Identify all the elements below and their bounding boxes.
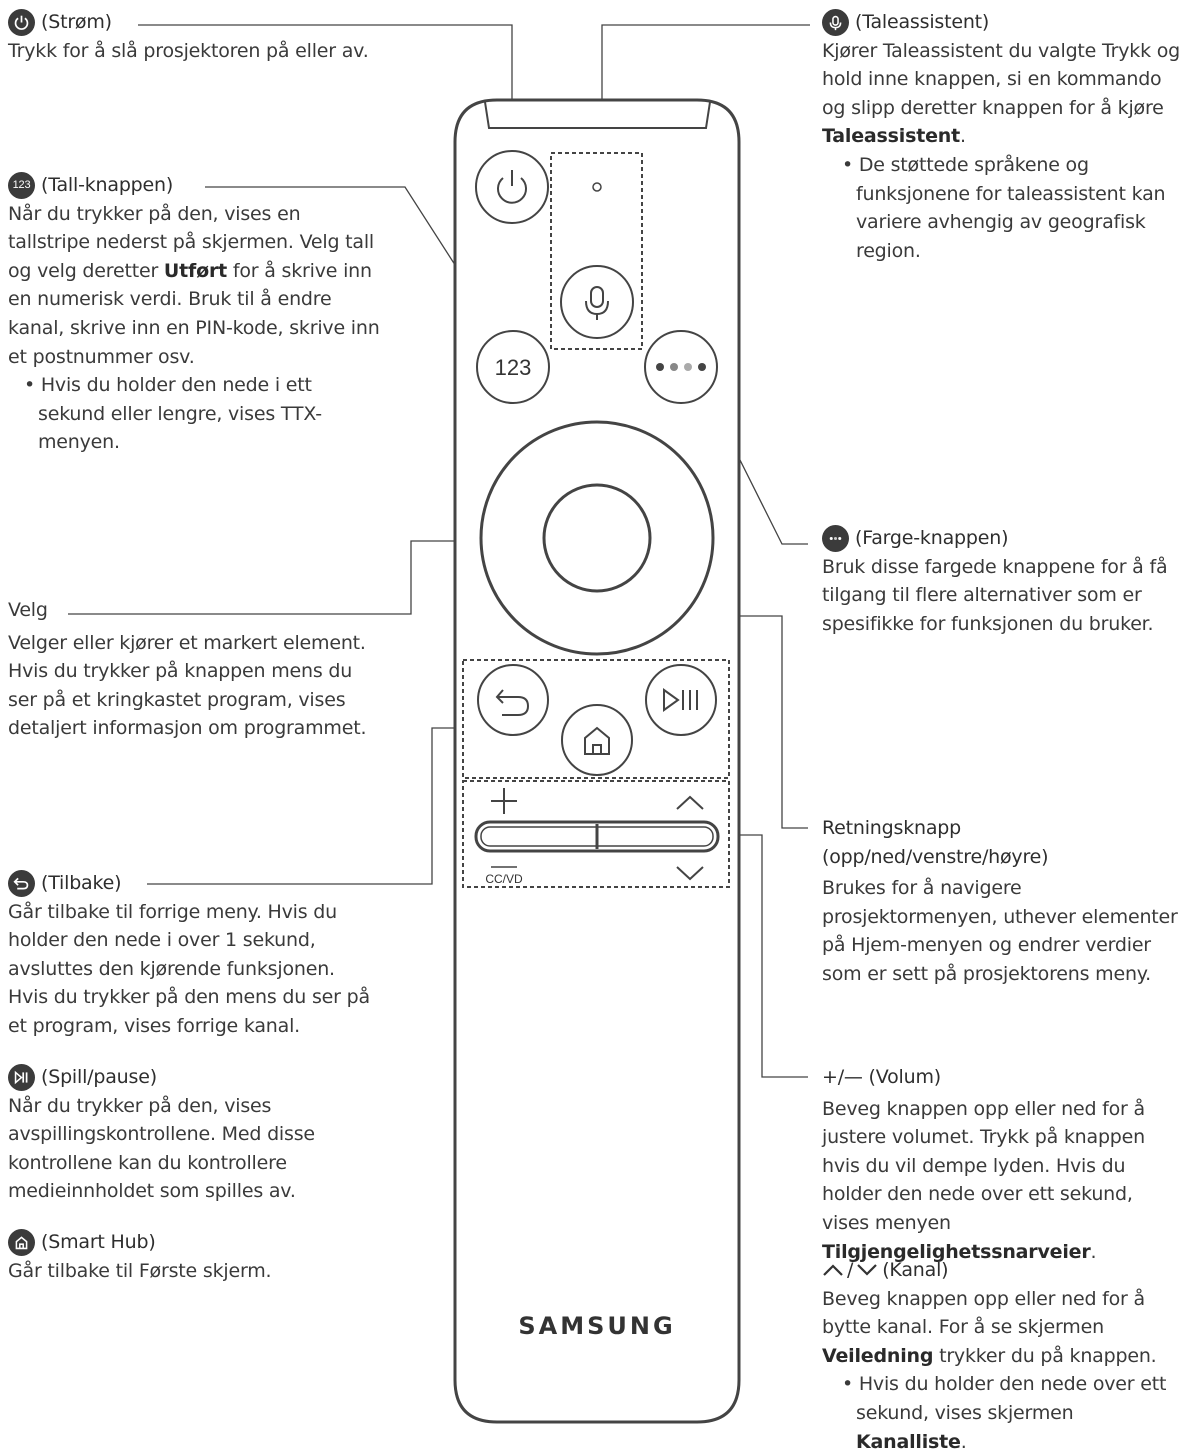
- channel-down-icon: [676, 866, 704, 881]
- volume-callout: +/— (Volum) Beveg knappen opp eller ned …: [822, 1063, 1184, 1266]
- number-button: [476, 330, 550, 404]
- number-desc: Når du trykker på den, vises en tallstri…: [8, 202, 380, 368]
- color-button: [644, 330, 718, 404]
- color-callout: (Farge-knappen) Bruk disse fargede knapp…: [822, 524, 1174, 638]
- home-icon: [8, 1228, 35, 1256]
- direction-desc: Brukes for å navigere prosjektormenyen, …: [822, 877, 1178, 985]
- back-desc: Går tilbake til forrige meny. Hvis du ho…: [8, 900, 370, 1037]
- number-callout: 123 (Tall-knappen) Når du trykker på den…: [8, 171, 380, 457]
- select-title: Velg: [8, 599, 48, 621]
- power-desc: Trykk for å slå prosjektoren på eller av…: [8, 39, 369, 62]
- voice-callout: (Taleassistent) Kjører Taleassistent du …: [822, 8, 1184, 265]
- smarthub-title: (Smart Hub): [41, 1231, 156, 1253]
- power-title: (Strøm): [41, 11, 112, 33]
- color-title: (Farge-knappen): [855, 527, 1009, 549]
- number-badge-icon: 123: [8, 171, 35, 199]
- channel-desc: Beveg knappen opp eller ned for å bytte …: [822, 1287, 1157, 1367]
- microphone-icon: [822, 8, 849, 36]
- channel-up-icon: [676, 795, 704, 810]
- power-button: [475, 150, 549, 224]
- play-pause-button: [645, 664, 717, 736]
- connector-back: [147, 727, 463, 885]
- back-icon: [8, 869, 35, 897]
- remote-diagram: 123 CC/VD SAMSUNG: [68, 24, 810, 1424]
- voice-area-box: [550, 152, 643, 350]
- voice-button: [560, 265, 634, 339]
- channel-title: (Kanal): [882, 1259, 949, 1281]
- number-title: (Tall-knappen): [41, 174, 174, 196]
- microphone-hole: [592, 182, 602, 192]
- power-callout: (Strøm) Trykk for å slå prosjektoren på …: [8, 8, 408, 65]
- select-callout: Velg Velger eller kjører et markert elem…: [8, 596, 370, 743]
- voice-bullet: • De støttede språkene og funksjonene fo…: [842, 153, 1166, 262]
- rocker-area-box: [462, 780, 730, 888]
- back-button: [477, 664, 549, 736]
- remote-top-notch: [484, 101, 711, 129]
- channel-callout: / (Kanal) Beveg knappen opp eller ned fo…: [822, 1256, 1188, 1456]
- number-button-label: 123: [495, 355, 532, 380]
- power-icon: [8, 8, 35, 36]
- channel-bullet: • Hvis du holder den nede over ett sekun…: [842, 1373, 1167, 1453]
- color-dots-icon: [822, 524, 849, 552]
- smarthub-callout: (Smart Hub) Går tilbake til Første skjer…: [8, 1228, 380, 1285]
- back-title: (Tilbake): [41, 872, 122, 894]
- connector-volume: [729, 834, 808, 1078]
- voice-desc: Kjører Taleassistent du valgte Trykk og …: [822, 39, 1181, 148]
- volume-desc: Beveg knappen opp eller ned for å juster…: [822, 1097, 1145, 1263]
- voice-title: (Taleassistent): [855, 11, 990, 33]
- smarthub-desc: Går tilbake til Første skjerm.: [8, 1259, 272, 1282]
- play-pause-icon: [8, 1063, 35, 1091]
- number-bullet: • Hvis du holder den nede i ett sekund e…: [24, 374, 322, 454]
- playpause-desc: Når du trykker på den, vises avspillings…: [8, 1094, 315, 1203]
- playpause-title: (Spill/pause): [41, 1066, 157, 1088]
- volume-title: +/— (Volum): [822, 1066, 941, 1088]
- select-desc: Velger eller kjører et markert element. …: [8, 631, 367, 740]
- brand-logo: SAMSUNG: [518, 1312, 675, 1340]
- ccvd-label: CC/VD: [485, 872, 523, 886]
- direction-callout: Retningsknapp (opp/ned/venstre/høyre) Br…: [822, 814, 1184, 989]
- media-area-box: [462, 659, 730, 779]
- direction-title: Retningsknapp (opp/ned/venstre/høyre): [822, 817, 1049, 868]
- home-button: [561, 704, 633, 776]
- back-callout: (Tilbake) Går tilbake til forrige meny. …: [8, 869, 380, 1041]
- select-button: [542, 483, 652, 593]
- channel-arrows-icon: /: [822, 1256, 878, 1285]
- playpause-callout: (Spill/pause) Når du trykker på den, vis…: [8, 1063, 326, 1206]
- color-desc: Bruk disse fargede knappene for å få til…: [822, 555, 1168, 635]
